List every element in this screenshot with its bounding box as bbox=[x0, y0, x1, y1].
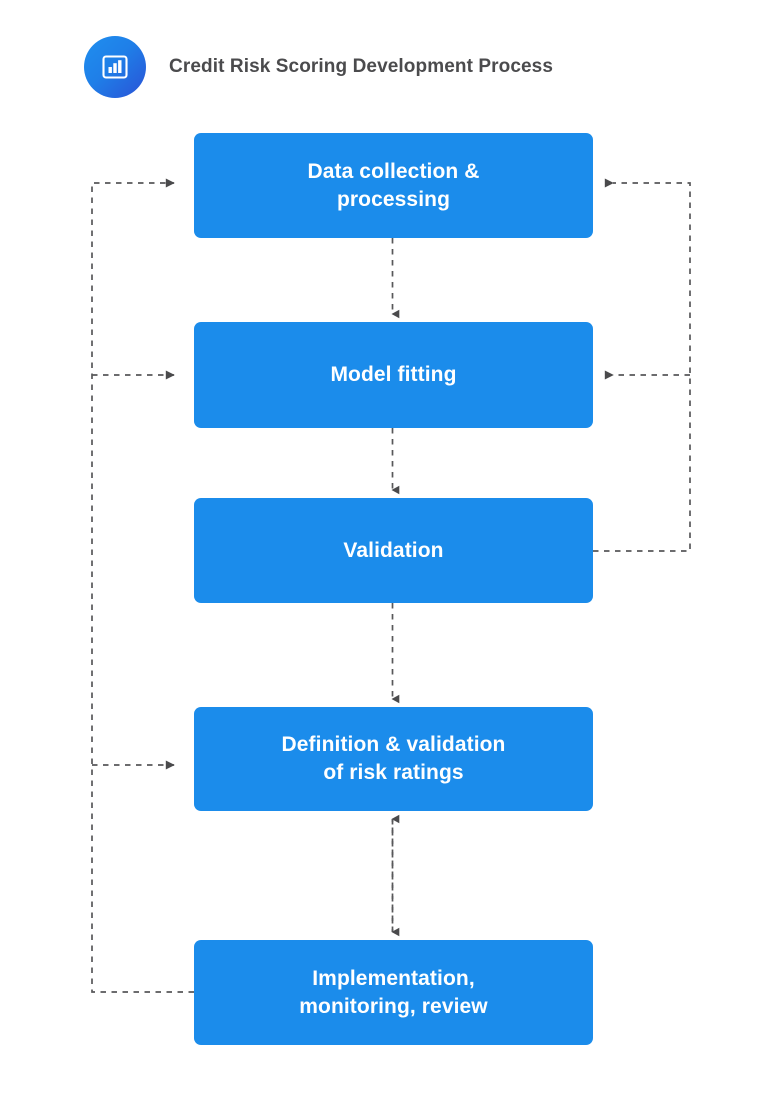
flow-node-label: Implementation, monitoring, review bbox=[299, 966, 488, 1018]
flow-node-label: Data collection & processing bbox=[307, 159, 480, 211]
flow-node-risk-ratings[interactable]: Definition & validation of risk ratings bbox=[194, 707, 593, 811]
flow-node-label: Definition & validation of risk ratings bbox=[281, 733, 506, 784]
flow-node-label: Validation bbox=[343, 538, 444, 562]
flow-node-data-collection[interactable]: Data collection & processing bbox=[194, 133, 593, 238]
page-title: Credit Risk Scoring Development Process bbox=[169, 56, 554, 77]
edge-validation-feedback-to-data-collection bbox=[593, 178, 691, 552]
flow-node-model-fitting[interactable]: Model fitting bbox=[194, 322, 593, 428]
flow-node-label: Model fitting bbox=[330, 363, 457, 387]
page-header: Credit Risk Scoring Development Process bbox=[84, 36, 553, 98]
bar-chart-icon bbox=[84, 36, 146, 98]
edge-implementation-feedback-to-data-collection bbox=[91, 178, 194, 993]
flow-node-validation[interactable]: Validation bbox=[194, 498, 593, 603]
flow-node-implementation[interactable]: Implementation, monitoring, review bbox=[194, 940, 593, 1045]
